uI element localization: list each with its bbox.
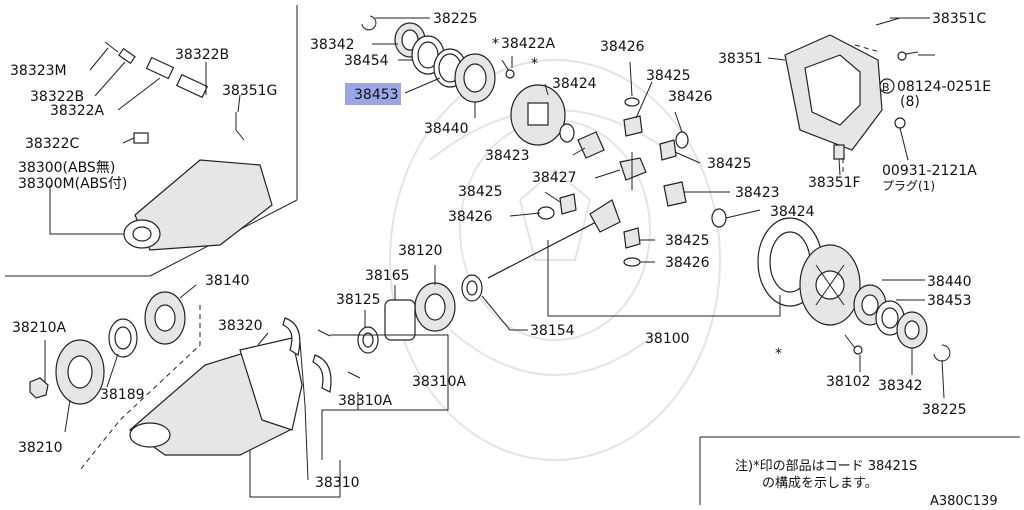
label-38425-a[interactable]: 38425 bbox=[646, 68, 691, 84]
label-38100[interactable]: 38100 bbox=[645, 331, 690, 347]
label-00931-note: プラグ(1) bbox=[882, 179, 935, 193]
label-38342-b[interactable]: 38342 bbox=[878, 378, 923, 394]
part-labels: 38225 38342 38454 38453 38440 * 38422A *… bbox=[10, 11, 991, 491]
label-38310[interactable]: 38310 bbox=[315, 475, 360, 491]
label-38440-b[interactable]: 38440 bbox=[927, 274, 972, 290]
highlight-38453 bbox=[345, 83, 401, 105]
label-38322b-a[interactable]: 38322B bbox=[175, 47, 229, 63]
pinion-mate-gear-icon bbox=[559, 115, 677, 249]
drive-pinion-icon bbox=[487, 199, 621, 279]
companion-flange-icon bbox=[55, 339, 105, 405]
label-38210[interactable]: 38210 bbox=[18, 440, 63, 456]
pinion-cross-shaft-icon bbox=[619, 152, 647, 190]
label-38210a[interactable]: 38210A bbox=[12, 320, 67, 336]
cover-bolt-icon bbox=[875, 17, 919, 61]
ring-bolt-icon bbox=[844, 334, 863, 355]
label-38426-a[interactable]: 38426 bbox=[600, 39, 645, 55]
spacer-icon bbox=[384, 299, 416, 341]
label-00931-2121a[interactable]: 00931-2121A bbox=[882, 163, 977, 179]
label-38423-top[interactable]: 38423 bbox=[485, 148, 530, 164]
dashed-guides bbox=[79, 44, 881, 471]
note-block: 注)*印の部品はコード 38421S の構成を示します。 bbox=[735, 459, 917, 491]
star-mid: * bbox=[531, 56, 538, 72]
note-line-2: の構成を示します。 bbox=[762, 476, 878, 491]
label-38422a[interactable]: 38422A bbox=[501, 36, 556, 52]
label-38322b-b[interactable]: 38322B bbox=[30, 89, 84, 105]
label-38322a[interactable]: 38322A bbox=[50, 103, 105, 119]
label-38423-b[interactable]: 38423 bbox=[735, 185, 780, 201]
breather-hose-icon bbox=[104, 41, 245, 144]
rear-cover-icon bbox=[784, 34, 883, 151]
label-38426-d[interactable]: 38426 bbox=[665, 255, 710, 271]
label-38342-top[interactable]: 38342 bbox=[310, 37, 355, 53]
label-38440-top[interactable]: 38440 bbox=[424, 121, 469, 137]
roller-bearing-icon bbox=[454, 53, 496, 103]
label-38102[interactable]: 38102 bbox=[826, 374, 871, 390]
label-38351c[interactable]: 38351C bbox=[932, 11, 987, 27]
label-38189[interactable]: 38189 bbox=[100, 387, 145, 403]
oil-seal-icon bbox=[108, 318, 138, 358]
star-low: * bbox=[775, 346, 782, 362]
bolt-icon bbox=[501, 59, 515, 79]
label-38426-c[interactable]: 38426 bbox=[448, 209, 493, 225]
bearing-cap-icon bbox=[282, 317, 361, 393]
side-bearing-right-icon bbox=[853, 284, 928, 349]
label-38140[interactable]: 38140 bbox=[205, 273, 250, 289]
label-38154[interactable]: 38154 bbox=[530, 323, 575, 339]
label-38300[interactable]: 38300(ABS無) bbox=[18, 160, 115, 176]
pinion-collar-icon bbox=[461, 274, 483, 302]
inset-carrier-icon bbox=[123, 159, 273, 251]
label-38426-b[interactable]: 38426 bbox=[668, 89, 713, 105]
label-38310a-b[interactable]: 38310A bbox=[338, 393, 393, 409]
diagram-code: A380C139 bbox=[930, 494, 998, 509]
snap-ring-icon bbox=[361, 15, 377, 31]
label-38427[interactable]: 38427 bbox=[532, 170, 577, 186]
label-38310a-a[interactable]: 38310A bbox=[412, 374, 467, 390]
flange-nut-icon bbox=[29, 377, 49, 399]
label-38351g[interactable]: 38351G bbox=[222, 83, 277, 99]
label-38453-b[interactable]: 38453 bbox=[927, 293, 972, 309]
label-38120[interactable]: 38120 bbox=[398, 243, 443, 259]
side-gear-icon bbox=[577, 131, 605, 159]
star-38422a: * bbox=[492, 36, 499, 52]
label-38322c[interactable]: 38322C bbox=[25, 136, 80, 152]
label-38425-d[interactable]: 38425 bbox=[665, 233, 710, 249]
label-08124-qty: (8) bbox=[900, 94, 920, 110]
front-bearing-icon bbox=[144, 291, 186, 345]
diff-carrier-icon bbox=[799, 244, 861, 326]
label-38351[interactable]: 38351 bbox=[718, 51, 763, 67]
diff-case-icon bbox=[510, 84, 575, 146]
label-38425-b[interactable]: 38425 bbox=[707, 156, 752, 172]
note-line-1: 注)*印の部品はコード 38421S bbox=[735, 459, 917, 474]
label-38351f[interactable]: 38351F bbox=[808, 175, 861, 191]
side-gear-b-icon bbox=[663, 181, 687, 207]
label-38300m[interactable]: 38300M(ABS付) bbox=[18, 176, 127, 192]
label-38225-top[interactable]: 38225 bbox=[433, 11, 478, 27]
label-38323m[interactable]: 38323M bbox=[10, 63, 67, 79]
label-38453-highlighted[interactable]: 38453 bbox=[354, 87, 399, 103]
note-frame bbox=[699, 436, 1020, 505]
carrier-housing-icon bbox=[129, 337, 303, 456]
pinion-washer-icon bbox=[357, 326, 379, 354]
label-38424-top[interactable]: 38424 bbox=[552, 76, 597, 92]
label-08124-0251e[interactable]: 08124-0251E bbox=[897, 79, 991, 95]
label-38454[interactable]: 38454 bbox=[344, 53, 389, 69]
label-b-mark: B bbox=[882, 81, 890, 94]
pinion-bearing-icon bbox=[414, 282, 456, 332]
label-38225-b[interactable]: 38225 bbox=[922, 402, 967, 418]
label-38165[interactable]: 38165 bbox=[365, 268, 410, 284]
leader-lines bbox=[44, 17, 945, 498]
b-circle-icon bbox=[879, 78, 895, 94]
label-38424-b[interactable]: 38424 bbox=[770, 204, 815, 220]
label-38125[interactable]: 38125 bbox=[336, 292, 381, 308]
label-38320[interactable]: 38320 bbox=[218, 318, 263, 334]
label-38425-c[interactable]: 38425 bbox=[458, 184, 503, 200]
washer-small-icon bbox=[537, 97, 727, 267]
snap-ring-right-icon bbox=[933, 344, 951, 362]
